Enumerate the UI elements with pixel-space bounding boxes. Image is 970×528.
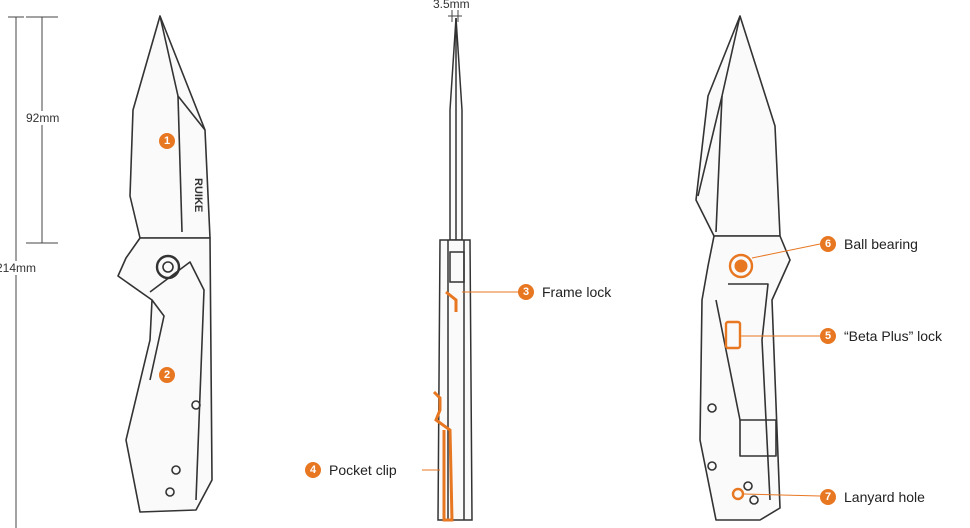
lanyard-hole-highlight (731, 487, 745, 501)
callout-number: 3 (518, 284, 534, 300)
callout-label: Pocket clip (329, 462, 397, 478)
spine-leader-lines (422, 291, 520, 471)
callout-frame-lock: 3 Frame lock (518, 284, 611, 300)
callout-number: 6 (820, 236, 836, 252)
frame-lock-highlight (445, 290, 458, 312)
highlight-spine-parts (432, 290, 458, 522)
callout-label: Lanyard hole (844, 489, 925, 505)
knife-spine-view (437, 17, 473, 521)
beta-plus-lock-highlight (724, 320, 742, 350)
knife-left-view (117, 15, 213, 513)
callout-lanyard-hole: 7 Lanyard hole (820, 489, 925, 505)
callout-number: 5 (820, 328, 836, 344)
dimension-lines (8, 10, 462, 528)
blade-marker: 1 (159, 133, 175, 149)
callout-number: 4 (305, 462, 321, 478)
pivot-left (155, 254, 181, 280)
blade-right (695, 15, 781, 237)
blade-length-label: 92mm (24, 111, 62, 125)
callout-pocket-clip: 4 Pocket clip (305, 462, 397, 478)
callout-ball-bearing: 6 Ball bearing (820, 236, 918, 252)
knife-right-view (695, 15, 791, 521)
overall-length-label: 214mm (0, 261, 39, 275)
blade-thickness-label: 3.5mm (433, 0, 470, 11)
callout-label: Frame lock (542, 284, 612, 300)
callout-number: 7 (820, 489, 836, 505)
handle-marker: 2 (159, 367, 175, 383)
callout-beta-plus-lock: 5 “Beta Plus” lock (820, 328, 942, 344)
callout-label: “Beta Plus” lock (844, 328, 943, 344)
highlight-right-parts (724, 253, 754, 501)
right-leader-lines (740, 243, 821, 497)
handle-right (699, 235, 791, 521)
brand-engraving: RUIKE (192, 178, 204, 212)
ball-bearing-highlight (728, 253, 754, 279)
callout-label: Ball bearing (844, 236, 918, 252)
pocket-clip-highlight (432, 390, 454, 522)
